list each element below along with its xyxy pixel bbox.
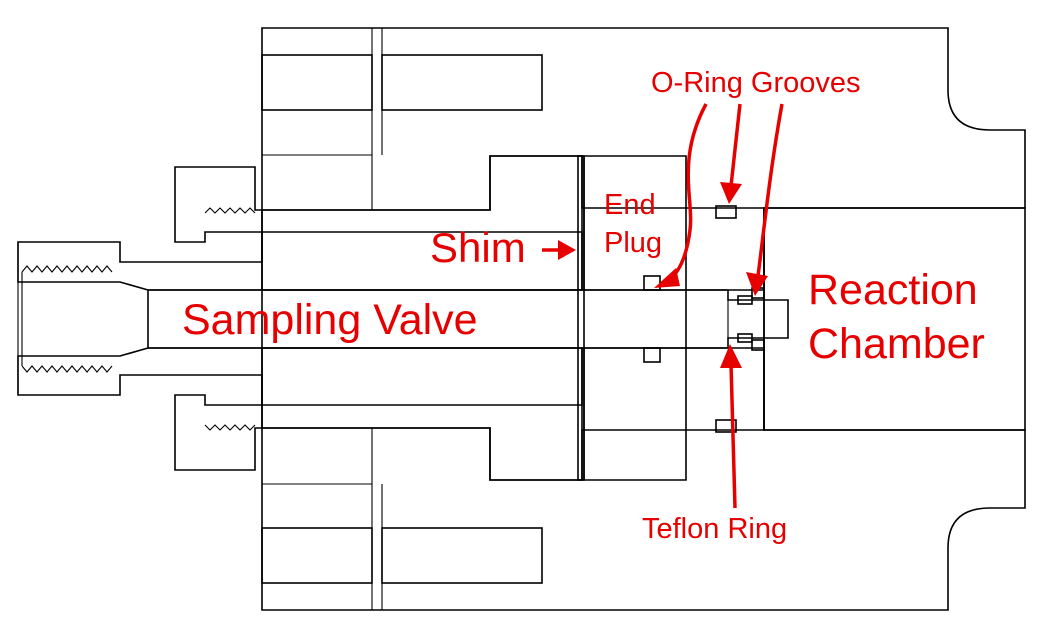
housing-body bbox=[261, 27, 1026, 611]
label-chamber: Chamber bbox=[808, 320, 985, 368]
housing-upper bbox=[261, 27, 1026, 611]
annotations: O-Ring Grooves End Plug Shim Sampling Va… bbox=[182, 67, 985, 545]
o-ring-groove-top-1 bbox=[643, 275, 661, 291]
stem-groove-bottom bbox=[751, 339, 765, 351]
o-ring-groove-top-2 bbox=[715, 205, 737, 219]
shim-lower-block bbox=[261, 347, 583, 481]
label-o-ring-grooves: O-Ring Grooves bbox=[651, 67, 861, 99]
fitting-nut bbox=[174, 166, 263, 471]
arrowhead-shim bbox=[558, 240, 576, 260]
label-teflon-ring: Teflon Ring bbox=[642, 513, 787, 545]
reaction-chamber-cavity bbox=[763, 207, 1026, 431]
teflon-ring-lower bbox=[737, 333, 753, 343]
arrowhead-teflon-ring bbox=[720, 344, 742, 368]
valve-lower bbox=[17, 347, 583, 406]
arrowhead-o-ring-3 bbox=[746, 272, 768, 296]
arrowhead-o-ring-2 bbox=[720, 182, 742, 204]
label-sampling-valve: Sampling Valve bbox=[182, 296, 478, 344]
arrowhead-o-ring-1 bbox=[654, 268, 680, 288]
teflon-ring bbox=[737, 295, 753, 305]
bore-channel-bottom-left bbox=[261, 527, 373, 584]
leader-o-ring-2 bbox=[729, 103, 742, 187]
label-reaction: Reaction bbox=[808, 266, 978, 314]
stem-outline bbox=[147, 289, 789, 349]
bore-channel-top-right bbox=[381, 54, 543, 111]
fitting bbox=[174, 166, 263, 471]
label-shim: Shim bbox=[430, 224, 526, 271]
leader-o-ring-3 bbox=[756, 103, 784, 277]
bore-channel-top-left bbox=[261, 54, 373, 111]
shim-upper-block bbox=[261, 155, 583, 291]
leader-o-ring-1 bbox=[665, 103, 708, 284]
label-end-plug-line1: End bbox=[604, 189, 656, 221]
o-ring-groove-bottom-1 bbox=[643, 347, 661, 363]
shim-plate bbox=[577, 155, 585, 481]
sampling-stem bbox=[147, 287, 789, 351]
label-end-plug-line2: Plug bbox=[604, 227, 662, 259]
bore-channel-bottom-right bbox=[381, 527, 543, 584]
o-ring-groove-bottom-2 bbox=[715, 419, 737, 433]
leader-teflon-ring bbox=[729, 363, 737, 509]
